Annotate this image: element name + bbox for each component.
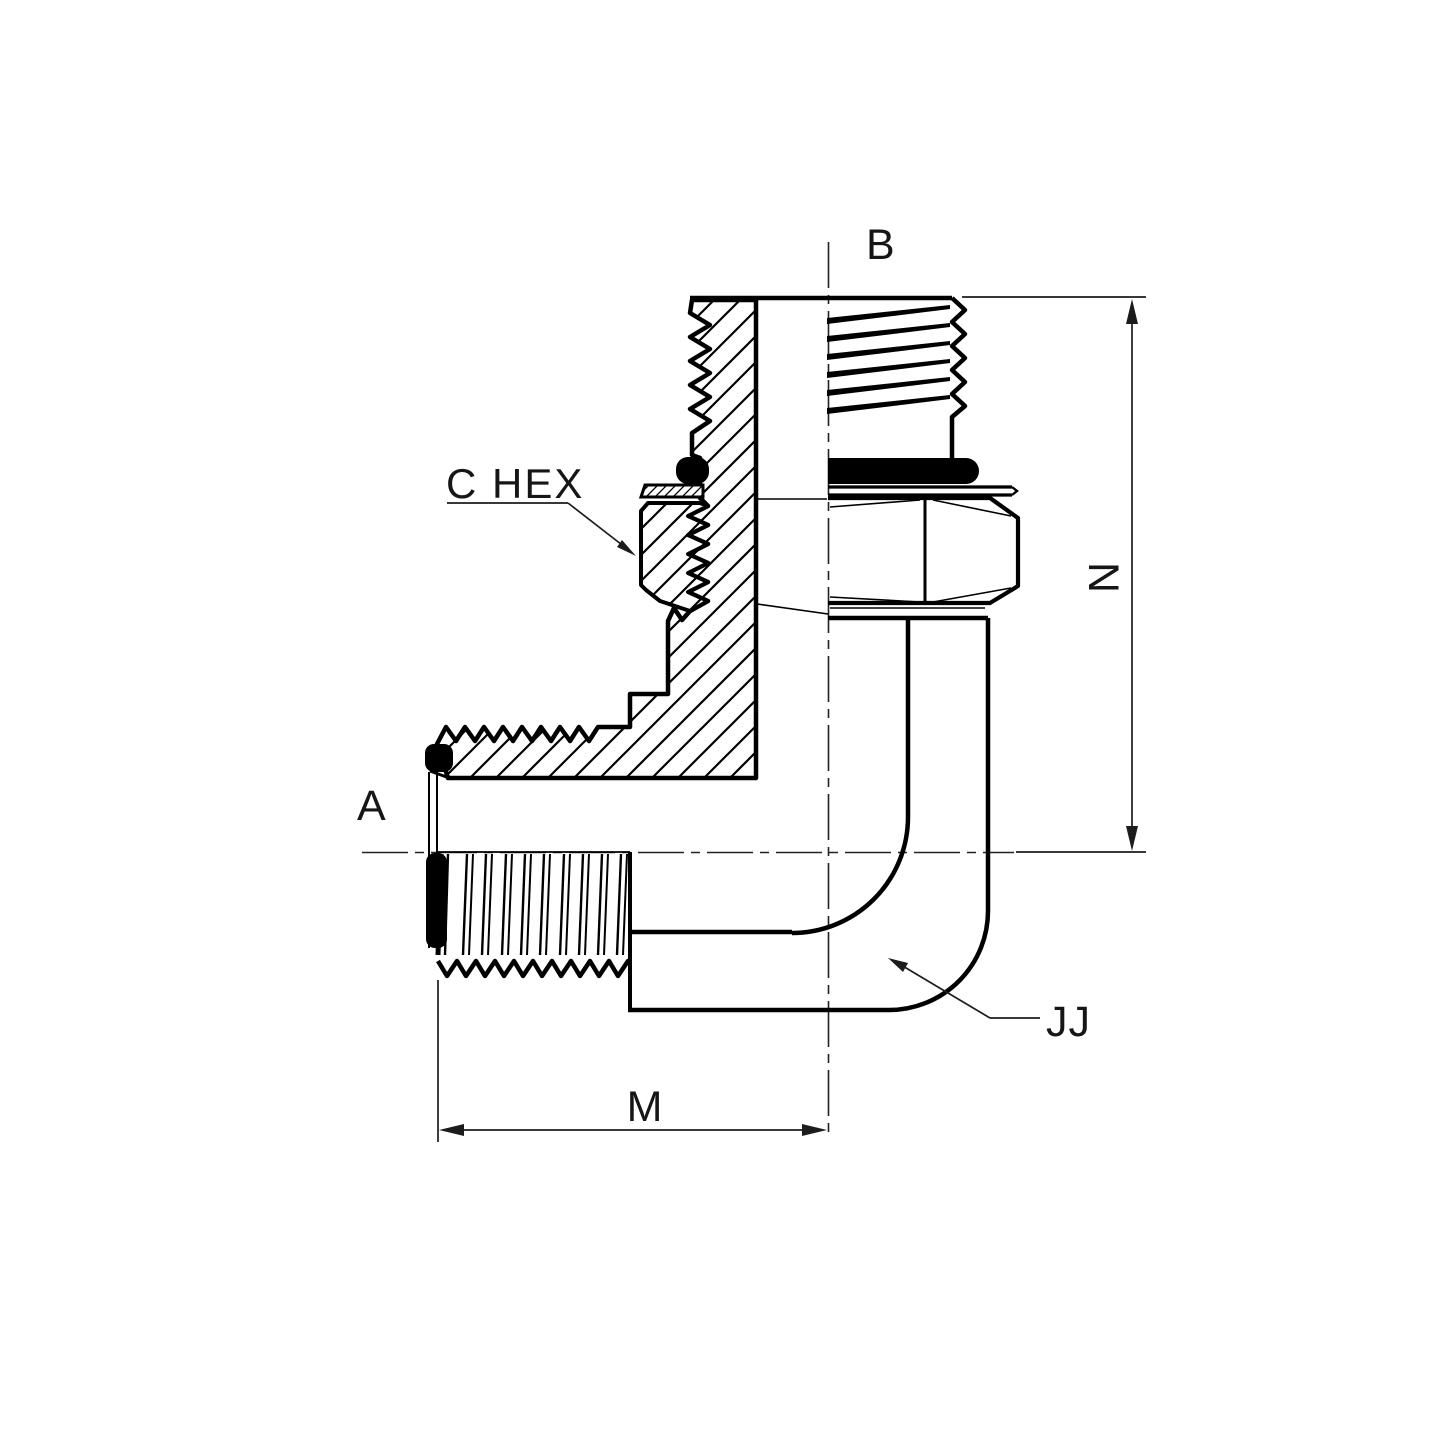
- label-dim-m: M: [627, 1083, 664, 1131]
- locknut-section: [639, 501, 710, 613]
- dimension-N: [962, 296, 1146, 853]
- callout-jj: [888, 958, 1040, 1019]
- jj-leader-slant: [895, 961, 991, 1019]
- oring-external: [828, 458, 979, 484]
- body-section-face: [434, 297, 759, 781]
- jj-arrowhead: [888, 958, 908, 972]
- oring-section: [676, 457, 709, 484]
- m-arrow-right: [802, 1124, 827, 1136]
- label-c-hex: C HEX: [446, 460, 584, 507]
- seal-chamfer-edge: [429, 769, 453, 781]
- top-thread-helix-lines: [827, 305, 950, 414]
- washer-section: [638, 483, 705, 499]
- washer-hatch: [638, 483, 705, 499]
- side-port-external: [425, 744, 631, 979]
- sectioned-body: [434, 297, 759, 781]
- n-arrow-down: [1126, 826, 1138, 851]
- locknut-external: [756, 495, 1021, 615]
- side-thread-root-profile: [436, 958, 631, 979]
- m-arrow-left: [439, 1124, 464, 1136]
- dimension-M: [437, 980, 827, 1142]
- label-port-b: B: [866, 221, 896, 269]
- label-dim-n: N: [1079, 562, 1127, 594]
- locknut-hatch: [639, 501, 710, 613]
- end-seal: [425, 744, 453, 950]
- top-port-external: [690, 295, 1021, 615]
- seal-external-strip: [426, 853, 447, 948]
- label-port-a: A: [357, 782, 387, 830]
- chex-arrowhead: [617, 540, 636, 556]
- nut-bottom-chamfer-line: [829, 596, 921, 603]
- label-jj: JJ: [1046, 998, 1091, 1046]
- top-thread-profile: [949, 296, 968, 458]
- washer-external: [828, 485, 1019, 497]
- chex-leader: [567, 502, 627, 549]
- n-arrow-up: [1126, 299, 1138, 324]
- bend-inner-radius: [791, 816, 911, 936]
- callout-c-hex: [447, 502, 636, 556]
- bend-outer-radius: [888, 910, 991, 1013]
- nut-top-chamfer-line: [829, 499, 921, 508]
- seal-section-blob: [425, 744, 453, 772]
- elbow-body-external: [628, 615, 991, 1013]
